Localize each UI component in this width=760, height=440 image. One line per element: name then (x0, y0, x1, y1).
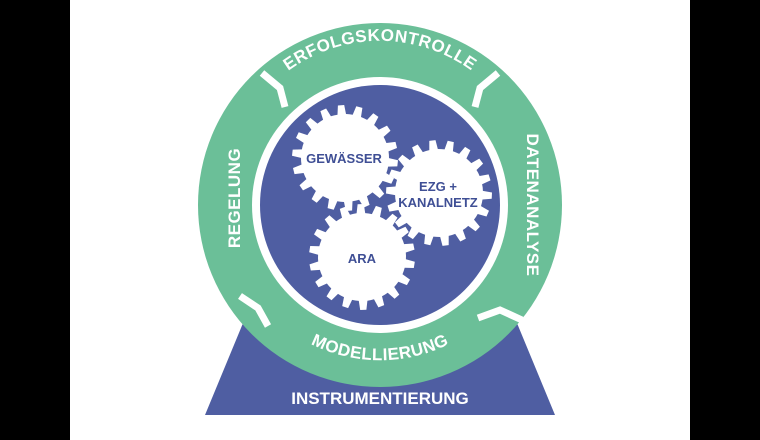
ring-label-left: REGELUNG (225, 148, 244, 248)
gear-label-kanalnetz: KANALNETZ (398, 195, 477, 210)
gear-label-gewaesser: GEWÄSSER (306, 151, 382, 166)
separator-bottom-right (476, 306, 524, 324)
ring-label-right: DATENANALYSE (523, 134, 542, 277)
left-letterbox (0, 0, 70, 440)
gear-ara (309, 204, 415, 310)
ring-separators (238, 70, 524, 328)
gears-group (292, 105, 492, 310)
gear-gewaesser (292, 105, 398, 211)
gear-label-ezg: EZG + (419, 179, 457, 194)
right-letterbox (690, 0, 760, 440)
base-label: INSTRUMENTIERUNG (291, 389, 469, 408)
gear-label-ara: ARA (348, 251, 377, 266)
separator-top-left (259, 70, 289, 108)
gear-ezg-kanalnetz (386, 140, 492, 246)
separator-bottom-left (238, 293, 272, 328)
separator-top-right (471, 70, 501, 108)
